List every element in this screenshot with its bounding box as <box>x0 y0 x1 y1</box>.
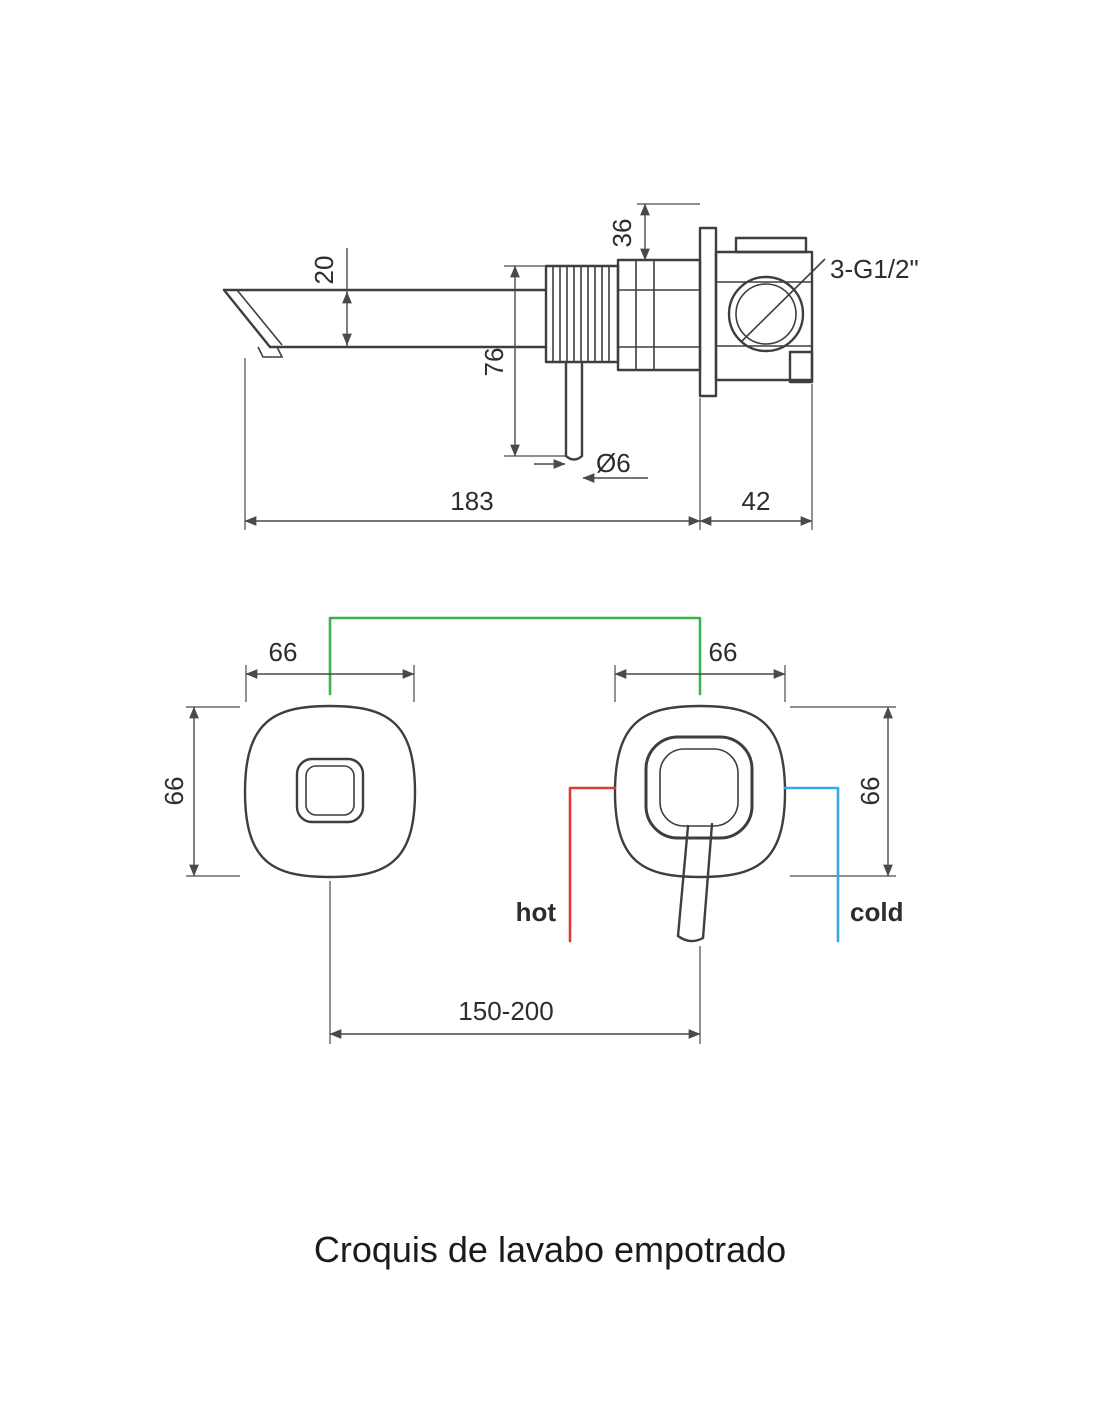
dim-right-height-label: 66 <box>855 777 885 806</box>
cold-label: cold <box>850 897 903 927</box>
ribbed-section-ribs <box>552 266 610 362</box>
control-stem <box>564 360 584 461</box>
dim-left-width-label: 66 <box>269 637 298 667</box>
inwall-bottom-tab <box>788 350 814 384</box>
hot-label: hot <box>516 897 557 927</box>
cold-supply-line <box>783 786 840 943</box>
inwall-body-lines <box>716 281 812 347</box>
handle-ring-outer <box>644 735 754 840</box>
dim-183-label: 183 <box>450 486 493 516</box>
spout-opening-inner <box>305 765 355 816</box>
spout-outlet-inner-line <box>236 289 283 346</box>
handle-lever <box>676 822 714 943</box>
side-view: 20 36 76 Ø6 3-G1/2" 183 42 <box>222 203 919 530</box>
spout-opening-outer <box>295 757 365 824</box>
spout-plate <box>243 704 417 879</box>
dim-bottom-ext <box>244 358 813 530</box>
dim-center-distance-ext <box>329 881 701 1044</box>
thread-label: 3-G1/2" <box>830 254 919 284</box>
wall-flange <box>698 226 718 398</box>
ribbed-section-outline <box>544 264 620 364</box>
handle-plate <box>613 704 787 879</box>
front-view: 66 66 66 66 hot cold 150-200 <box>159 616 903 1044</box>
inwall-top-tab <box>734 236 808 254</box>
connector-line-green <box>328 616 702 696</box>
dim-36-label: 36 <box>607 219 637 248</box>
caption: Croquis de lavabo empotrado <box>314 1229 786 1270</box>
dim-left-height-label: 66 <box>159 777 189 806</box>
dim-center-distance-label: 150-200 <box>458 996 553 1026</box>
hot-supply-line <box>568 786 617 943</box>
valve-port-circle <box>727 275 805 353</box>
dim-42-label: 42 <box>742 486 771 516</box>
dim-20-label: 20 <box>309 256 339 285</box>
body-detail-lines <box>618 260 700 370</box>
valve-port-circle-inner <box>735 283 797 345</box>
spout-outlet-cut <box>222 288 272 349</box>
body-outline <box>616 258 702 372</box>
inwall-body <box>714 250 814 382</box>
dim-d6-label: Ø6 <box>596 448 631 478</box>
dim-76-label: 76 <box>479 348 509 377</box>
handle-ring-inner <box>659 748 739 827</box>
dim-right-width-label: 66 <box>709 637 738 667</box>
dim-right-height-ext <box>790 706 896 877</box>
valve-slot-leader <box>740 258 826 343</box>
spout-aerator <box>257 346 284 358</box>
